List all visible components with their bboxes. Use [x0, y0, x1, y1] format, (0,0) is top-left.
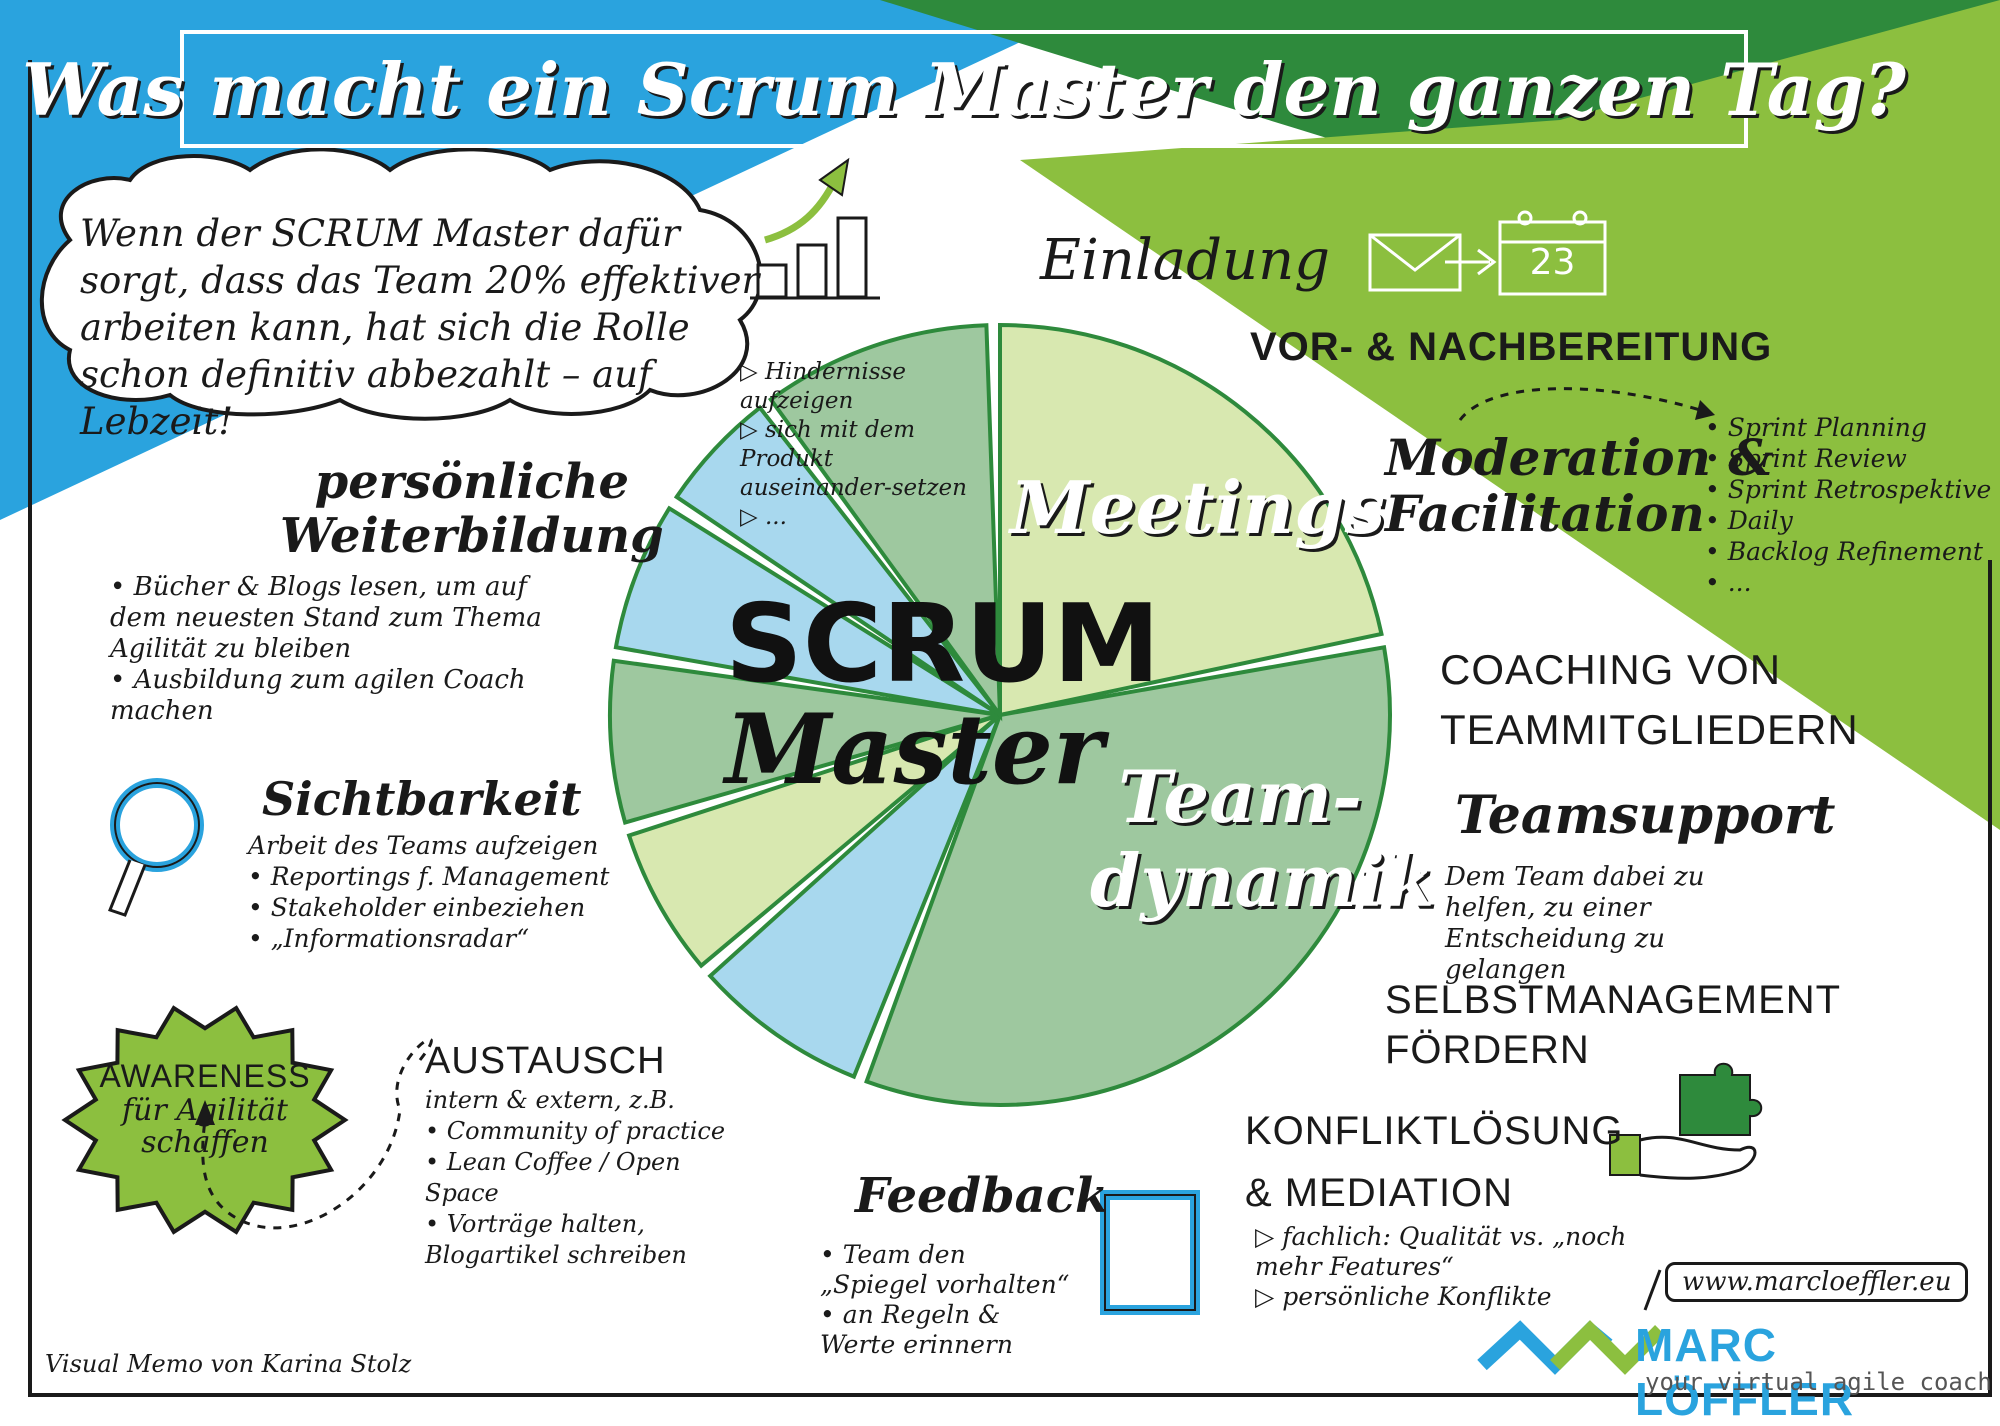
meeting-list-item: ... — [1705, 567, 1991, 598]
pie-segment-sichtbarkeit — [613, 505, 1002, 717]
einladung-label: Einladung — [1040, 228, 1330, 293]
konflikt-label: KONFLIKTLÖSUNG & MEDIATION — [1245, 1100, 1624, 1224]
meeting-list: Sprint Planning Sprint Review Sprint Ret… — [1705, 412, 1992, 598]
awareness-text: AWARENESS für Agilität schaffen — [95, 1058, 315, 1159]
feedback-item: an Regeln & Werte erinnern — [820, 1300, 1070, 1360]
konflikt-line2: & MEDIATION — [1245, 1171, 1514, 1215]
title-frame: Was macht ein Scrum Master den ganzen Ta… — [22, 30, 1906, 148]
frame-line — [28, 60, 1992, 1397]
magnifier-icon — [108, 778, 204, 917]
awareness-line3: schaffen — [141, 1125, 269, 1160]
dashed-arrow-meetings — [1458, 387, 1701, 421]
konflikt-line1: KONFLIKTLÖSUNG — [1245, 1109, 1624, 1153]
segment-notes-list: Hindernisse aufzeigen sich mit dem Produ… — [740, 358, 980, 532]
segment-note: Hindernisse aufzeigen — [740, 358, 980, 416]
weiterbildung-item: Bücher & Blogs lesen, um auf dem neueste… — [110, 572, 570, 665]
weiterbildung-list: Bücher & Blogs lesen, um auf dem neueste… — [110, 572, 570, 727]
awareness-line1: AWARENESS — [99, 1058, 311, 1094]
weiterbildung-line2: Weiterbildung — [280, 508, 664, 564]
moderation-line2: Facilitation — [1385, 484, 1705, 543]
cloud-quote: Wenn der SCRUM Master dafür sorgt, dass … — [80, 212, 760, 443]
teamsupport-title: Teamsupport — [1455, 785, 1836, 846]
feedback-item: Team den „Spiegel vorhalten“ — [820, 1240, 1070, 1300]
center-title-line1: SCRUM — [725, 582, 1161, 707]
credit-text: Visual Memo von Karina Stolz — [45, 1350, 412, 1378]
selbstmanagement-line1: SELBSTMANAGEMENT — [1385, 978, 1842, 1022]
awareness-line2: für Agilität — [122, 1093, 288, 1128]
calendar-day: 23 — [1529, 242, 1576, 283]
austausch-subtitle: intern & extern, z.B. — [425, 1086, 675, 1114]
coaching-label: COACHING VON TEAMMITGLIEDERN — [1440, 640, 1859, 760]
sichtbarkeit-item: „Informationsradar“ — [248, 923, 609, 954]
coaching-line2: TEAMMITGLIEDERN — [1440, 706, 1859, 753]
speech-cloud — [39, 147, 763, 421]
austausch-block: intern & extern, z.B. Community of pract… — [425, 1085, 755, 1271]
vor-nachbereitung-label: VOR- & NACHBEREITUNG — [1250, 325, 1773, 369]
page-title: Was macht ein Scrum Master den ganzen Ta… — [22, 46, 1906, 132]
segment-note: sich mit dem Produkt auseinander-setzen — [740, 416, 980, 503]
meeting-list-item: Sprint Review — [1705, 443, 1991, 474]
selbstmanagement-line2: FÖRDERN — [1385, 1028, 1590, 1072]
austausch-item: Vorträge halten, Blogartikel schreiben — [425, 1209, 755, 1271]
sichtbarkeit-subtitle: Arbeit des Teams aufzeigen — [248, 831, 599, 860]
austausch-item: Lean Coffee / Open Space — [425, 1147, 755, 1209]
center-title-line2: Master — [725, 693, 1104, 806]
puzzle-hand-icon — [1609, 1062, 1763, 1180]
website-link[interactable]: www.marcloeffler.eu — [1665, 1262, 1969, 1302]
feedback-list: Team den „Spiegel vorhalten“ an Regeln &… — [820, 1240, 1070, 1360]
austausch-title: AUSTAUSCH — [425, 1040, 666, 1082]
segment-label-team: Team- dynamik — [1090, 754, 1435, 923]
segment-label-meetings: Meetings — [1010, 465, 1386, 550]
weiterbildung-title: persönliche Weiterbildung — [280, 455, 664, 563]
austausch-item: Community of practice — [425, 1116, 755, 1147]
center-title: SCRUM Master — [725, 582, 1161, 806]
sichtbarkeit-item: Reportings f. Management — [248, 861, 610, 892]
brand-logo — [1477, 1320, 1665, 1375]
pie-segment-feedback — [707, 713, 1002, 1080]
url-pointer — [1643, 1269, 1662, 1311]
sichtbarkeit-block: Arbeit des Teams aufzeigen Reportings f.… — [248, 830, 609, 954]
pie-segment-meetings — [998, 322, 1384, 718]
pie-segment-austausch — [626, 713, 1002, 969]
weiterbildung-line1: persönliche — [314, 454, 630, 510]
meeting-list-item: Sprint Retrospektive — [1705, 474, 1992, 505]
sichtbarkeit-item: Stakeholder einbeziehen — [248, 892, 609, 923]
meeting-list-item: Sprint Planning — [1705, 412, 1991, 443]
coaching-line1: COACHING VON — [1440, 646, 1782, 693]
calendar-icon — [1498, 210, 1607, 296]
konflikt-item: persönliche Konflikte — [1255, 1282, 1635, 1312]
weiterbildung-item: Ausbildung zum agilen Coach machen — [110, 665, 570, 727]
lime-background-region — [1020, 0, 2000, 830]
feedback-title: Feedback — [855, 1168, 1109, 1224]
brand-tagline: your virtual agile coach — [1645, 1368, 1992, 1396]
meeting-list-item: Daily — [1705, 505, 1991, 536]
konflikt-item: fachlich: Qualität vs. „noch mehr Featur… — [1255, 1222, 1635, 1282]
teamsupport-text: Dem Team dabei zu helfen, zu einer Entsc… — [1445, 862, 1705, 985]
segment-label-team-line1: Team- — [1118, 754, 1362, 839]
pie-segment-teamdynamik — [864, 644, 1392, 1107]
pie-segment-awareness — [608, 658, 1001, 825]
mirror-icon — [1100, 1190, 1200, 1315]
growth-chart-icon — [750, 157, 880, 300]
sichtbarkeit-title: Sichtbarkeit — [262, 772, 582, 826]
segment-note: ... — [740, 503, 980, 532]
arrow-icon — [1445, 248, 1497, 276]
meeting-list-item: Backlog Refinement — [1705, 536, 1991, 567]
dashed-arrow-austausch — [201, 1037, 433, 1230]
segment-label-team-line2: dynamik — [1090, 838, 1435, 923]
arrow-head — [195, 1100, 215, 1125]
konflikt-list: fachlich: Qualität vs. „noch mehr Featur… — [1255, 1222, 1635, 1312]
selbstmanagement-label: SELBSTMANAGEMENT FÖRDERN — [1385, 975, 1841, 1075]
